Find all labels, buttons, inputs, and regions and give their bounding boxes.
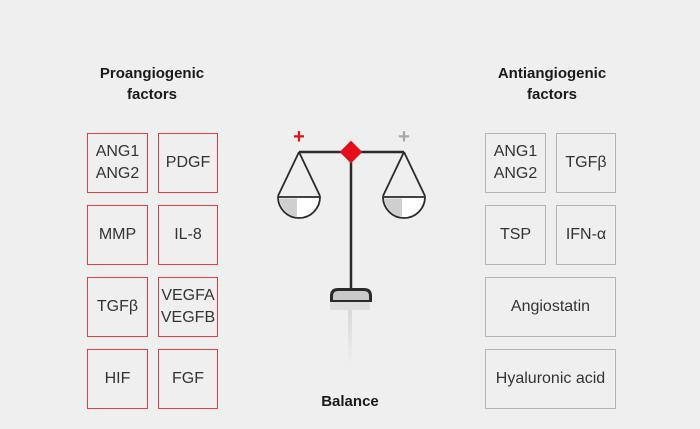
plus-right-sign: + — [398, 126, 410, 148]
pro-factor-hif: HIF — [87, 349, 148, 409]
scale-base-shadow — [330, 302, 370, 310]
proangiogenic-heading: Proangiogenic factors — [99, 65, 205, 103]
balance-scale-icon: + + — [277, 126, 426, 365]
pro-factor-pdgf: PDGF — [158, 133, 218, 193]
pro-factor-vegfa-vegfb: VEGFA VEGFB — [158, 277, 218, 337]
pro-factor-tgfb: TGFβ — [87, 277, 148, 337]
antiangiogenic-heading: Antiangiogenic factors — [497, 65, 607, 103]
pro-factor-mmp: MMP — [87, 205, 148, 265]
anti-factor-tgfb: TGFβ — [556, 133, 616, 193]
scale-pivot-diamond — [339, 140, 363, 164]
plus-left-sign: + — [293, 126, 305, 148]
anti-factor-ang1-ang2: ANG1 ANG2 — [485, 133, 546, 193]
anti-factor-hyaluronic-acid: Hyaluronic acid — [485, 349, 616, 409]
pro-factor-il8: IL-8 — [158, 205, 218, 265]
pro-factor-ang1-ang2: ANG1 ANG2 — [87, 133, 148, 193]
pro-factor-fgf: FGF — [158, 349, 218, 409]
anti-factor-angiostatin: Angiostatin — [485, 277, 616, 337]
anti-factor-ifn-alpha: IFN-α — [556, 205, 616, 265]
balance-label: Balance — [321, 393, 379, 410]
scale-reflection — [348, 305, 352, 365]
anti-factor-tsp: TSP — [485, 205, 546, 265]
